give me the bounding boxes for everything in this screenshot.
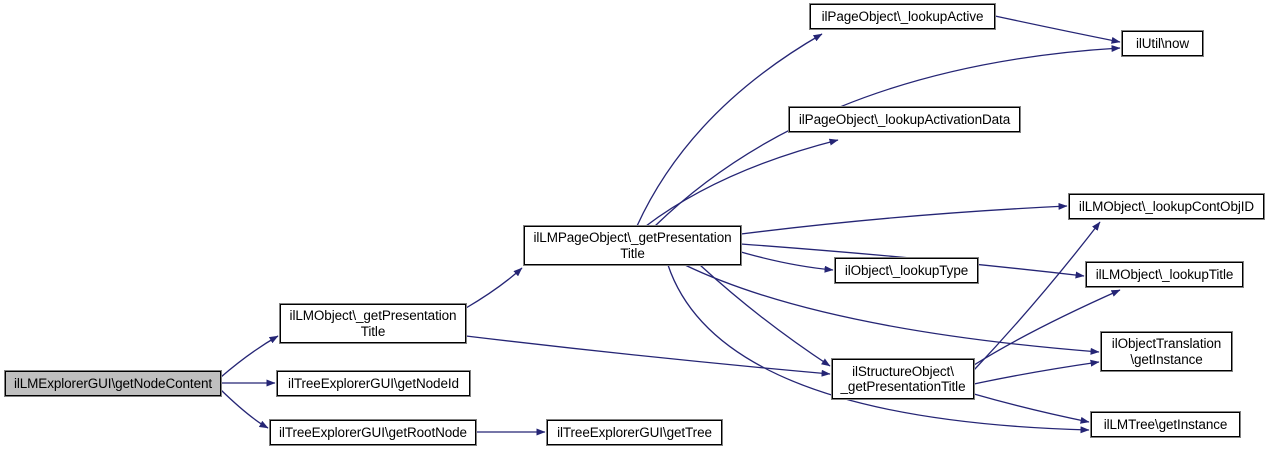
graph-node-lookupContObjID[interactable]: ilLMObject\_lookupContObjID [1068,193,1265,220]
graph-edge-structure_getPresentationTitle-to-objectTranslation [973,359,1100,385]
graph-node-lookupType[interactable]: ilObject\_lookupType [834,257,979,284]
graph-edge-structure_getPresentationTitle-to-lmtree [973,393,1090,424]
graph-node-label: ilTreeExplorerGUI\getNodeId [288,375,459,391]
graph-edge-getNodeContent-to-getRootNode [220,389,269,429]
graph-node-label: ilLMTree\getInstance [1103,416,1228,432]
edge-paths [220,15,1121,436]
graph-node-ilUtilNow[interactable]: ilUtil\now [1121,30,1204,57]
graph-edge-lmpageobject_getPresentationTitle-to-lookupType [740,251,834,273]
graph-edge-lmpageobject_getPresentationTitle-to-ilUtilNow [654,45,1121,227]
graph-node-label: ilObjectTranslation \getInstance [1111,336,1222,367]
graph-edge-lmpageobject_getPresentationTitle-to-lookupActivationData [645,138,839,227]
graph-node-lookupActive[interactable]: ilPageObject\_lookupActive [809,3,996,30]
graph-node-lookupTitle[interactable]: ilLMObject\_lookupTitle [1085,261,1244,288]
graph-node-label: ilObject\_lookupType [844,262,969,278]
graph-node-label: ilTreeExplorerGUI\getRootNode [279,424,467,440]
graph-node-label: ilPageObject\_lookupActive [821,8,984,24]
graph-edge-structure_getPresentationTitle-to-lookupTitle [973,289,1121,366]
graph-node-lookupActivationData[interactable]: ilPageObject\_lookupActivationData [788,106,1021,133]
graph-node-getNodeId[interactable]: ilTreeExplorerGUI\getNodeId [276,370,471,397]
graph-edge-lmpageobject_getPresentationTitle-to-structure_getPresentationTitle [699,264,831,367]
graph-edge-structure_getPresentationTitle-to-lookupContObjID [973,221,1101,371]
graph-node-lmtree[interactable]: ilLMTree\getInstance [1090,411,1241,438]
graph-node-label: ilLMObject\_getPresentation Title [289,308,457,339]
graph-node-structure_getPresentationTitle[interactable]: ilStructureObject\ _getPresentationTitle [831,358,975,400]
graph-node-label: ilTreeExplorerGUI\getTree [557,424,712,440]
graph-node-label: ilLMPageObject\_getPresentation Title [533,230,732,261]
graph-node-label: ilUtil\now [1135,35,1189,51]
graph-edge-getNodeContent-to-lmobject_getPresentationTitle [220,335,279,378]
graph-node-label: ilLMObject\_lookupContObjID [1078,198,1255,214]
graph-node-getRootNode[interactable]: ilTreeExplorerGUI\getRootNode [269,419,477,446]
graph-node-objectTranslation[interactable]: ilObjectTranslation \getInstance [1100,331,1233,372]
graph-edge-lmpageobject_getPresentationTitle-to-lookupContObjID [740,202,1068,235]
graph-node-label: ilPageObject\_lookupActivationData [798,111,1011,127]
graph-node-lmobject_getPresentationTitle[interactable]: ilLMObject\_getPresentation Title [279,303,467,344]
graph-edge-lmobject_getPresentationTitle-to-lmpageobject_getPresentationTitle [465,267,523,309]
graph-node-label: ilStructureObject\ _getPresentationTitle [840,363,966,395]
graph-edge-lmobject_getPresentationTitle-to-structure_getPresentationTitle [465,335,831,377]
graph-node-label: ilLMObject\_lookupTitle [1095,266,1234,282]
graph-node-label: ilLMExplorerGUI\getNodeContent [13,375,213,391]
graph-node-getTree[interactable]: ilTreeExplorerGUI\getTree [546,419,723,446]
graph-node-getNodeContent[interactable]: ilLMExplorerGUI\getNodeContent [4,370,222,397]
graph-node-lmpageobject_getPresentationTitle[interactable]: ilLMPageObject\_getPresentation Title [523,225,742,266]
graph-edge-lookupActive-to-ilUtilNow [994,15,1121,44]
graph-edge-lmpageobject_getPresentationTitle-to-lmtree [667,264,1090,434]
